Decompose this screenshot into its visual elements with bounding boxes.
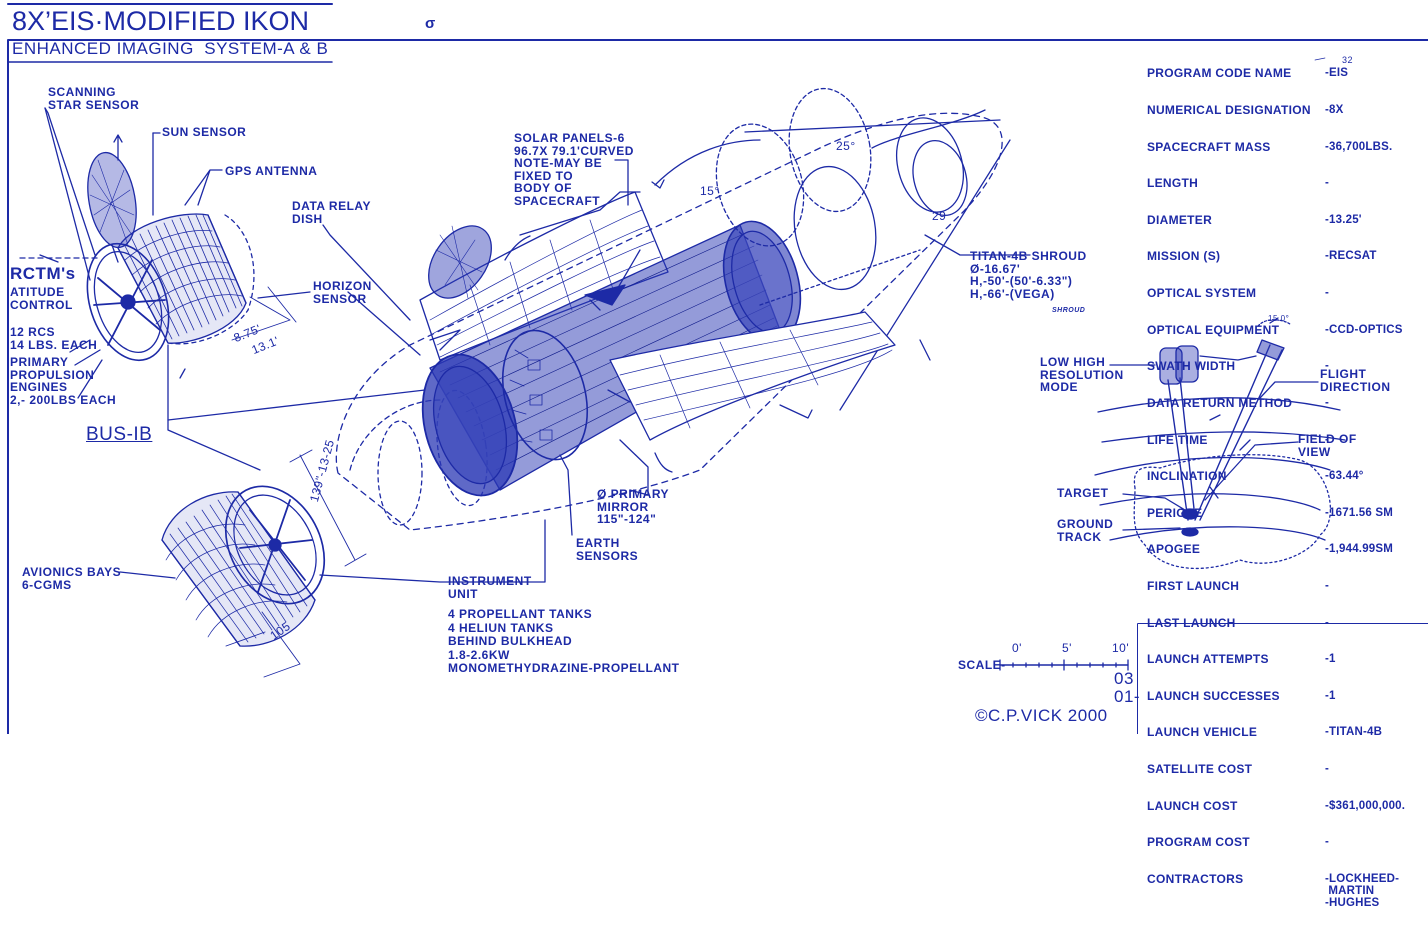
spec-label: MISSION (S)	[1147, 249, 1221, 264]
titan-shroud-label: TITAN-4B SHROUD Ø-16.67' H,-50'-(50'-6.3…	[970, 249, 1087, 301]
diagram-sheet: 8X’EIS·MODIFIED IKON ENHANCED IMAGING SY…	[7, 3, 1428, 910]
mass-overprint: 32	[1342, 55, 1354, 65]
bus-1b-drawing	[19, 107, 426, 471]
spec-value: -8X	[1325, 104, 1344, 117]
spec-labels: PROGRAM CODE NAME NUMERICAL DESIGNATION …	[1147, 43, 1311, 909]
attitude-control-label: ATITUDE CONTROL	[10, 285, 73, 312]
spec-value: -LOCKHEED- MARTIN -HUGHES	[1325, 872, 1400, 910]
field-of-view-label: FIELD OF VIEW	[1298, 432, 1357, 459]
spec-leaders	[1314, 57, 1326, 61]
spec-label: LENGTH	[1147, 176, 1199, 191]
spec-label: SATELLITE COST	[1147, 761, 1253, 776]
edge-mark-01: 01-	[1114, 687, 1141, 706]
spec-label: LAUNCH VEHICLE	[1147, 725, 1258, 740]
ground-track-label: GROUND TRACK	[1057, 517, 1114, 544]
spec-label: SWATH WIDTH	[1147, 359, 1236, 374]
bus-1b-label: BUS-IB	[86, 424, 153, 445]
spec-label: LAUNCH ATTEMPTS	[1147, 652, 1269, 667]
drawing-title: 8X’EIS·MODIFIED IKON	[12, 6, 310, 36]
rctms-label: RCTM's	[10, 264, 76, 283]
edge-mark-03: 03	[1114, 669, 1134, 688]
spec-label: LIFE TIME	[1147, 432, 1208, 447]
spec-value: -1	[1325, 689, 1336, 702]
scale-tick-5: 5'	[1062, 641, 1072, 655]
low-high-resolution-label: LOW HIGH RESOLUTION MODE	[1040, 355, 1124, 394]
spec-value: -1,944.99SM	[1325, 543, 1394, 556]
field-of-view-inset	[1094, 317, 1346, 570]
spec-label: FIRST LAUNCH	[1147, 578, 1240, 593]
spec-value: -	[1325, 287, 1330, 300]
spec-value: -	[1325, 579, 1330, 592]
spec-value: -	[1325, 177, 1330, 190]
spec-value: -EIS	[1325, 67, 1349, 80]
scale-label: SCALE-	[958, 658, 1006, 672]
spec-label: INCLINATION	[1147, 469, 1227, 484]
spec-value: -$361,000,000.	[1325, 799, 1406, 812]
spec-value: -TITAN-4B	[1325, 726, 1383, 739]
spec-values: -EIS -8X -36,700LBS. - -13.25' -RECSAT -…	[1325, 43, 1405, 934]
spec-label: DATA RETURN METHOD	[1147, 395, 1293, 410]
target-label: TARGET	[1057, 486, 1109, 500]
angle-small-label: 15.0°	[1268, 314, 1290, 323]
scale-tick-0: 0'	[1012, 641, 1022, 655]
scanning-star-sensor-label: SCANNING STAR SENSOR	[48, 85, 140, 112]
main-spacecraft-drawing	[322, 87, 1031, 536]
spec-value: -1671.56 SM	[1325, 506, 1394, 519]
spec-label: OPTICAL EQUIPMENT	[1147, 322, 1280, 337]
spec-label: SPACECRAFT MASS	[1147, 139, 1271, 154]
scale-tick-10: 10'	[1112, 641, 1130, 655]
flight-direction-label: FLIGHT DIRECTION	[1320, 367, 1391, 394]
spec-value: -1	[1325, 653, 1336, 666]
copyright-signature: ©C.P.VICK 2000	[975, 706, 1108, 725]
spec-value: -	[1325, 762, 1330, 775]
spec-label: LAST LAUNCH	[1147, 615, 1236, 630]
avionics-drum-drawing	[119, 449, 546, 678]
spec-label: PROGRAM CODE NAME	[1147, 66, 1292, 81]
spec-label: APOGEE	[1147, 542, 1201, 557]
spec-label: CONTRACTORS	[1147, 871, 1244, 886]
sun-sensor-label: SUN SENSOR	[162, 125, 247, 139]
instrument-unit-label: INSTRUMENT UNIT	[448, 574, 532, 601]
top-mark: σ	[425, 15, 436, 32]
spec-value: -	[1325, 396, 1330, 409]
scale-bar	[999, 659, 1129, 671]
spec-label: NUMERICAL DESIGNATION	[1147, 103, 1311, 118]
spec-value: -63.44°	[1325, 470, 1364, 483]
spec-label: OPTICAL SYSTEM	[1147, 286, 1257, 301]
rcs-label: 12 RCS 14 LBS. EACH	[10, 325, 98, 352]
spec-value: -	[1325, 616, 1330, 629]
solar-panels-label: SOLAR PANELS-6 96.7X 79.1'CURVED NOTE-MA…	[514, 131, 634, 208]
spec-value: -	[1325, 433, 1330, 446]
spec-label: PERIGEE	[1147, 505, 1203, 520]
spec-value: -13.25'	[1325, 213, 1362, 226]
drawing-subtitle: ENHANCED IMAGING SYSTEM-A & B	[12, 39, 329, 58]
earth-sensors-label: EARTH SENSORS	[576, 536, 639, 563]
spec-label: PROGRAM COST	[1147, 835, 1250, 850]
spec-value: -RECSAT	[1325, 250, 1377, 263]
spec-value: -CCD-OPTICS	[1325, 323, 1403, 336]
spec-label: DIAMETER	[1147, 212, 1213, 227]
gps-antenna-label: GPS ANTENNA	[225, 164, 318, 178]
data-relay-dish-label: DATA RELAY DISH	[292, 199, 372, 226]
spec-value: -	[1325, 836, 1330, 849]
angle-15-label: 15°	[700, 184, 720, 198]
avionics-bays-label: AVIONICS BAYS 6-CGMS	[22, 565, 122, 592]
shroud-note-label: SHROUD	[1052, 307, 1086, 314]
corner-blank-panel	[1138, 624, 1428, 734]
primary-mirror-label: Ø PRIMARY MIRROR 115"-124"	[597, 487, 670, 526]
horizon-sensor-label: HORIZON SENSOR	[313, 279, 372, 306]
spec-label: LAUNCH COST	[1147, 798, 1238, 813]
tanks-info-label: 4 PROPELLANT TANKS 4 HELIUN TANKS BEHIND…	[448, 607, 680, 675]
spec-value: -36,700LBS.	[1325, 140, 1393, 153]
primary-propulsion-label: PRIMARY PROPULSION ENGINES 2,- 200LBS EA…	[10, 355, 117, 407]
angle-25-label: 25°	[836, 139, 856, 153]
dimension-29-label: 29	[932, 209, 947, 223]
spec-label: LAUNCH SUCCESSES	[1147, 688, 1280, 703]
spec-value: -	[1325, 360, 1330, 373]
line-art	[7, 3, 1428, 734]
